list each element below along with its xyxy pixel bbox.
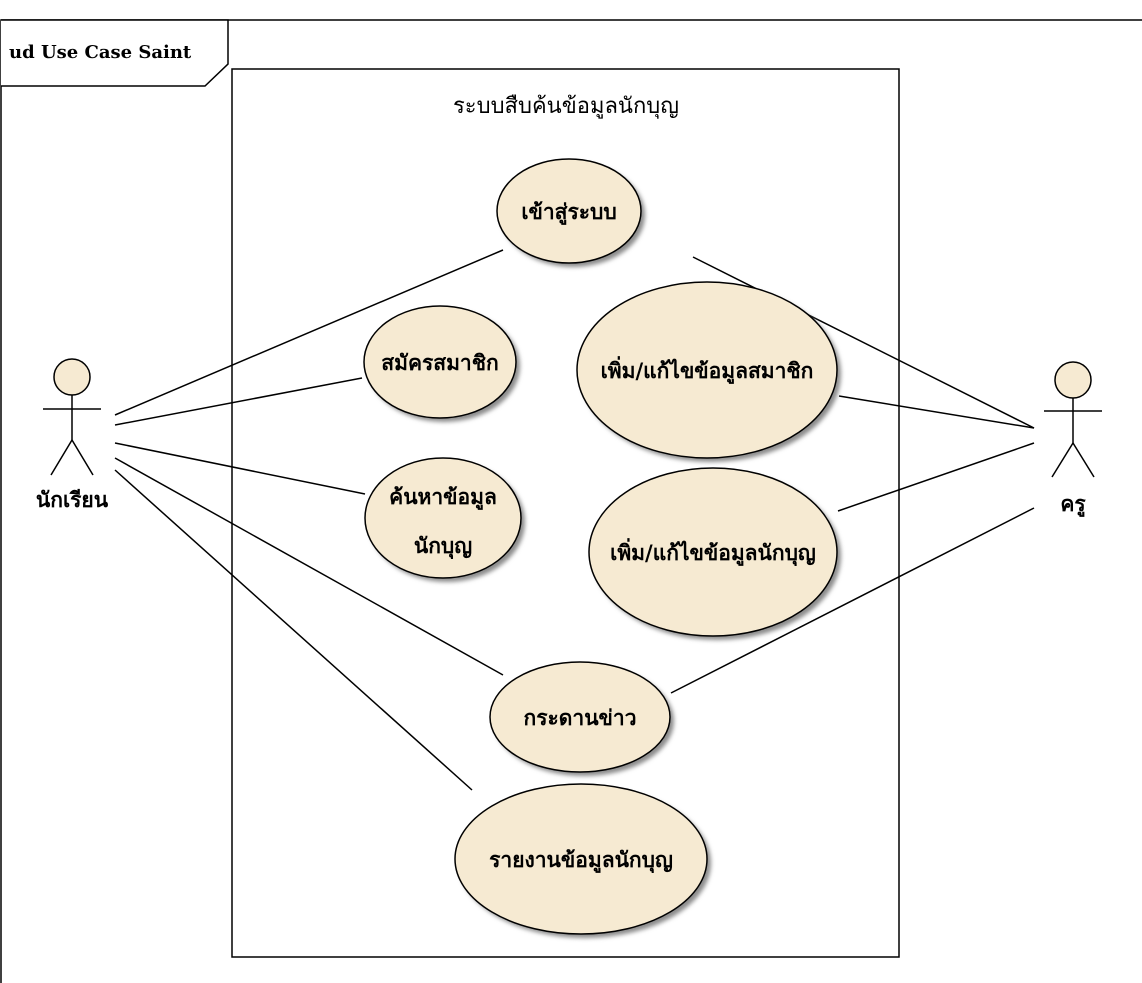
use-case-search-label-line1: ค้นหาข้อมูล: [389, 484, 497, 511]
assoc-student-search: [114, 442, 366, 495]
actor-teacher-label: ครู: [1060, 491, 1086, 518]
assoc-student-news: [114, 457, 504, 676]
assoc-teacher-login: [692, 256, 1035, 429]
use-case-register-label: สมัครสมาชิก: [381, 350, 498, 375]
actor-teacher-right-leg: [1072, 442, 1095, 478]
system-title: ระบบสืบค้นข้อมูลนักบุญ: [453, 94, 679, 119]
use-case-report-label: รายงานข้อมูลนักบุญ: [489, 847, 673, 874]
use-case-edit-saint-label: เพิ่ม/แก้ไขข้อมูลนักบุญ: [610, 537, 816, 567]
actor-student: [43, 358, 101, 476]
actor-teacher-head: [1054, 361, 1092, 399]
actor-student-right-leg: [71, 439, 94, 476]
use-case-edit-member-label: เพิ่ม/แก้ไขข้อมูลสมาชิก: [601, 355, 814, 385]
assoc-student-login: [114, 249, 504, 416]
use-case-login-label: เข้าสู่ระบบ: [521, 199, 616, 226]
diagram-frame: ud Use Case Saint: [0, 19, 1142, 983]
actor-student-left-leg: [50, 439, 73, 476]
assoc-student-report: [114, 469, 473, 791]
assoc-student-register: [114, 377, 363, 426]
use-case-report: รายงานข้อมูลนักบุญ: [454, 783, 711, 938]
frame-label: ud Use Case Saint: [9, 42, 192, 63]
use-case-edit-saint: เพิ่ม/แก้ไขข้อมูลนักบุญ: [588, 467, 841, 640]
actor-teacher-left-leg: [1051, 442, 1074, 478]
actor-teacher: [1044, 361, 1102, 478]
use-case-login: เข้าสู่ระบบ: [496, 158, 645, 267]
actor-student-head: [53, 358, 91, 396]
system-boundary: ระบบสืบค้นข้อมูลนักบุญ: [231, 68, 900, 958]
assoc-teacher-edit-saint: [837, 442, 1035, 512]
use-case-news-label: กระดานข่าว: [524, 705, 637, 730]
use-case-news: กระดานข่าว: [489, 661, 674, 776]
use-case-search-saint: ค้นหาข้อมูล นักบุญ: [364, 457, 525, 582]
use-case-register: สมัครสมาชิก: [363, 305, 520, 422]
actor-student-label: นักเรียน: [36, 487, 109, 512]
use-case-search-label-line2: นักบุญ: [414, 533, 472, 560]
assoc-teacher-edit-member: [838, 395, 1035, 429]
associations: [114, 249, 1035, 791]
use-case-edit-member: เพิ่ม/แก้ไขข้อมูลสมาชิก: [576, 281, 841, 462]
assoc-teacher-news: [670, 507, 1035, 694]
